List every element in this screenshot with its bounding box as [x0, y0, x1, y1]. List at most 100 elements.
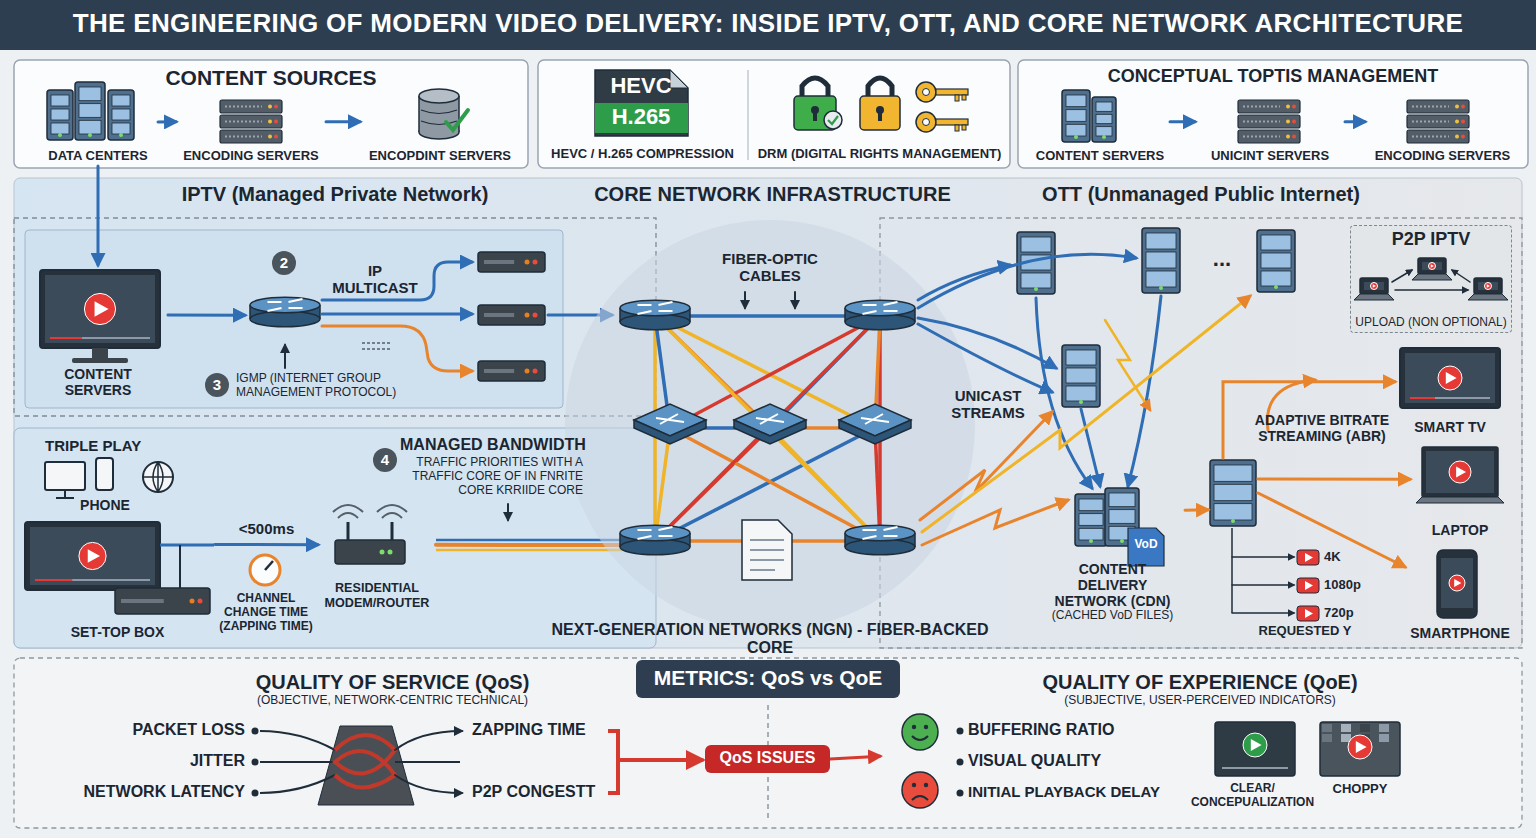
set-top-box-icon [478, 361, 545, 381]
node-label: QUALITY OF EXPERIENCE (QoE) [882, 671, 1518, 694]
dot [1461, 120, 1465, 124]
server-slot [1066, 110, 1086, 122]
dot [912, 783, 916, 787]
switch-side [634, 420, 706, 444]
status-led [1102, 135, 1106, 139]
cable [179, 545, 181, 588]
server-slot [1109, 510, 1135, 524]
label: JITTER [80, 752, 245, 770]
arrow [322, 262, 472, 300]
dot [1292, 135, 1296, 139]
router-top [620, 300, 690, 315]
dot [1292, 105, 1296, 109]
node-box: ADAPTIVE BITRATE STREAMING (ABR) [1208, 458, 1258, 528]
arrow [920, 412, 1052, 520]
node-sublabel: (CACHED VoD FILES) [1042, 609, 1183, 623]
arrow [1036, 298, 1092, 488]
router-arrows [638, 302, 673, 314]
smiley-icon [902, 714, 938, 750]
arrow [618, 758, 702, 762]
progress-fill [1410, 397, 1435, 399]
region-outline [14, 218, 656, 416]
node-label: CONTENT SERVERS [30, 366, 166, 398]
check-badge [824, 111, 842, 129]
edge-label: <500ms [236, 520, 297, 537]
rack-unit [1238, 100, 1300, 113]
server-slot [112, 123, 130, 134]
label: INITIAL PLAYBACK DELAY [968, 783, 1210, 800]
node-box: LAPTOP [1410, 445, 1510, 540]
status-led [1274, 285, 1278, 289]
panel [813, 112, 817, 121]
smiley-mouth [912, 796, 928, 800]
dot [388, 550, 393, 555]
status-led [1089, 539, 1093, 543]
node-label: UNICINT SERVERS [1197, 149, 1343, 164]
panel [955, 95, 959, 101]
server-slot [1096, 127, 1112, 136]
arrow [395, 731, 462, 750]
padlock-shackle [868, 78, 892, 96]
dot [268, 135, 272, 139]
label: REQUESTED Y [1250, 624, 1360, 639]
globe-icon [143, 462, 173, 492]
arrow [918, 324, 1052, 392]
rack-unit [220, 100, 282, 113]
dot [190, 599, 195, 604]
divider [747, 70, 749, 160]
dot [912, 725, 916, 729]
leader-line [395, 761, 460, 763]
play-icon [1243, 733, 1267, 757]
node-label: IPTV (Managed Private Network) [16, 183, 654, 206]
connector [1258, 478, 1410, 481]
video-thumbnail [1320, 722, 1400, 776]
antenna [348, 522, 392, 540]
switch-arrows [861, 414, 889, 424]
rack-unit [1238, 130, 1300, 143]
node-box: IP MULTICAST [245, 262, 420, 338]
status-led [1120, 539, 1124, 543]
dot [924, 725, 928, 729]
play-icon [1428, 262, 1435, 269]
connector [1345, 120, 1365, 123]
screen [30, 527, 155, 585]
router-base [620, 539, 690, 554]
arrow [322, 326, 472, 371]
monitor-stand [56, 490, 74, 498]
server-slot [1146, 271, 1176, 287]
router-base [620, 314, 690, 329]
server-slot [1066, 386, 1096, 401]
set-top-box-icon [115, 588, 210, 614]
dot [1286, 120, 1290, 124]
main-band [14, 178, 1522, 648]
road-knot-icon [318, 726, 414, 805]
leader-line [260, 731, 335, 793]
globe-lines [143, 462, 173, 492]
node-box: RESIDENTIAL MODEM/ROUTER [318, 500, 436, 612]
play-icon [1449, 575, 1465, 591]
server-slot [112, 109, 130, 120]
arrow [1452, 270, 1470, 282]
node-box: ENCOPDINT SERVERS [360, 100, 520, 166]
label: H.265 [597, 104, 685, 129]
arrow [1392, 270, 1412, 282]
callout-number: 2 [272, 251, 296, 275]
callout-number: 3 [205, 373, 229, 397]
router-top [250, 297, 320, 312]
label: P2P CONGESTT [472, 783, 604, 801]
pixel-block [1379, 724, 1389, 732]
screen [1478, 282, 1498, 290]
connector [436, 543, 590, 547]
play-icon [1297, 550, 1319, 565]
server-slot [1214, 484, 1252, 500]
arrow [284, 345, 286, 368]
node-label: SET-TOP BOX [22, 624, 213, 640]
progress-bar [50, 337, 150, 339]
dot [923, 89, 930, 96]
play-icon [79, 542, 106, 569]
server-slot [1066, 95, 1086, 107]
node-label: CONTENT SERVERS [1032, 149, 1168, 164]
play-icon [1484, 282, 1491, 289]
router-arrows [638, 527, 673, 539]
rack-vent [1243, 136, 1280, 138]
